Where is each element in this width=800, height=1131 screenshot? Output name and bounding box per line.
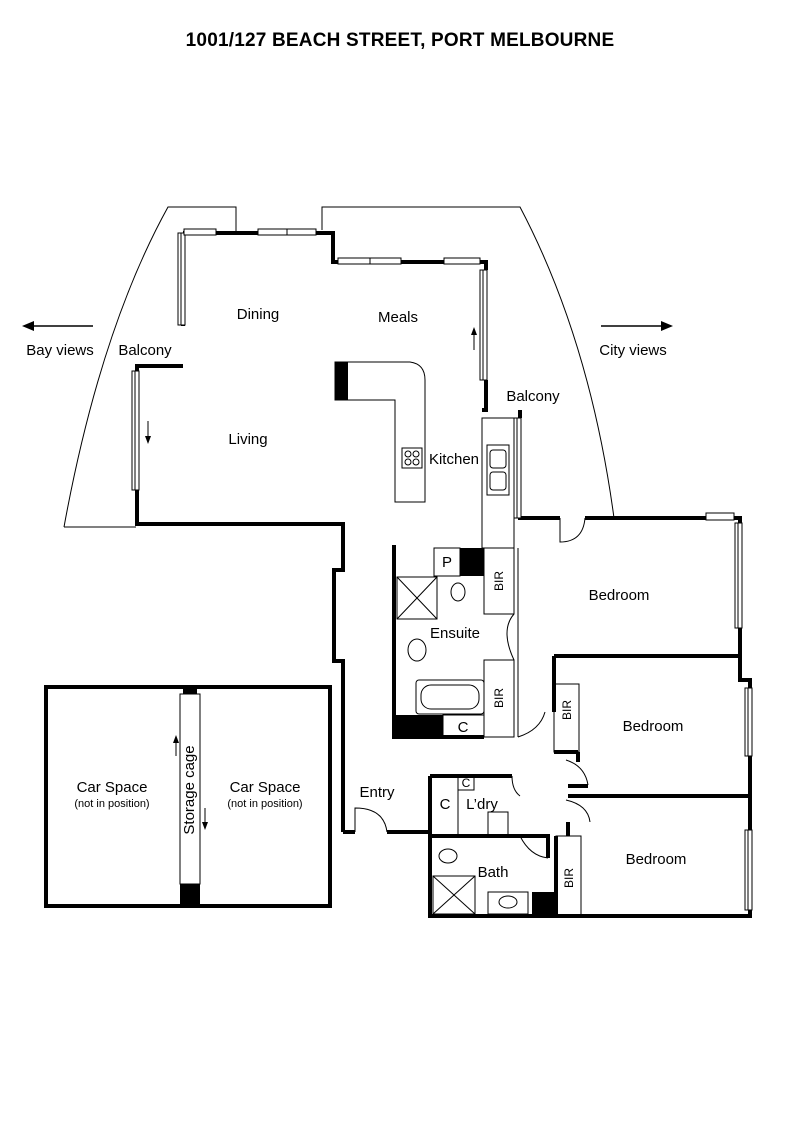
- car-space-2-label: Car Space: [230, 779, 301, 796]
- car-space-1-label: Car Space: [77, 779, 148, 796]
- apartment-walls: [135, 231, 752, 918]
- kitchen-bench: [481, 417, 515, 549]
- arrow-up-icon: [471, 327, 477, 350]
- laundry-label: L’dry: [466, 796, 498, 813]
- ensuite-label: Ensuite: [430, 625, 480, 642]
- bedroom-3-label: Bedroom: [626, 851, 687, 868]
- car-space-2-note: (not in position): [227, 798, 302, 810]
- city-views-label: City views: [599, 342, 667, 359]
- arrow-right-icon: [601, 321, 673, 331]
- bay-views-label: Bay views: [26, 342, 94, 359]
- laundry-cupboard-label: C: [440, 796, 451, 813]
- arrow-up-icon: [173, 735, 179, 756]
- entry-label: Entry: [359, 784, 395, 801]
- bir-2-label: BIR: [492, 688, 506, 708]
- ensuite-toilet-icon: [407, 638, 427, 662]
- balcony-outline: [63, 206, 615, 528]
- entry-door: [354, 807, 388, 833]
- storage-cage-label: Storage cage: [181, 745, 198, 834]
- bedroom-1-label: Bedroom: [589, 587, 650, 604]
- arrow-down-icon: [145, 421, 151, 444]
- balcony-right-label: Balcony: [506, 388, 560, 405]
- ensuite-block: [393, 545, 515, 738]
- laundry-bath-area: [428, 774, 556, 916]
- dining-label: Dining: [237, 306, 280, 323]
- cooktop-icon: [401, 447, 423, 469]
- meals-label: Meals: [378, 309, 418, 326]
- bath-toilet-icon: [438, 848, 458, 864]
- kitchen-label: Kitchen: [429, 451, 479, 468]
- laundry-cupboard-top-label: C: [462, 776, 471, 790]
- balcony-left-label: Balcony: [118, 342, 172, 359]
- bedrooms-area: [517, 517, 750, 917]
- bir-3-label: BIR: [560, 700, 574, 720]
- bath-label: Bath: [478, 864, 509, 881]
- ensuite-basin-icon: [450, 582, 466, 602]
- car-spaces: [44, 685, 332, 908]
- pantry-label: P: [442, 554, 452, 571]
- arrow-left-icon: [22, 321, 93, 331]
- arrow-down-icon: [202, 808, 208, 830]
- bir-1-label: BIR: [492, 571, 506, 591]
- bath-basin-icon: [498, 895, 518, 909]
- living-label: Living: [228, 431, 267, 448]
- page-title: 1001/127 BEACH STREET, PORT MELBOURNE: [185, 30, 615, 51]
- windows: [131, 228, 753, 911]
- bir-4-label: BIR: [562, 868, 576, 888]
- arrows: [22, 321, 673, 830]
- bedroom-2-label: Bedroom: [623, 718, 684, 735]
- kitchen-island: [334, 361, 426, 503]
- car-space-1-note: (not in position): [74, 798, 149, 810]
- laundry-tub-icon: [487, 811, 509, 837]
- ensuite-cupboard-label: C: [458, 719, 469, 736]
